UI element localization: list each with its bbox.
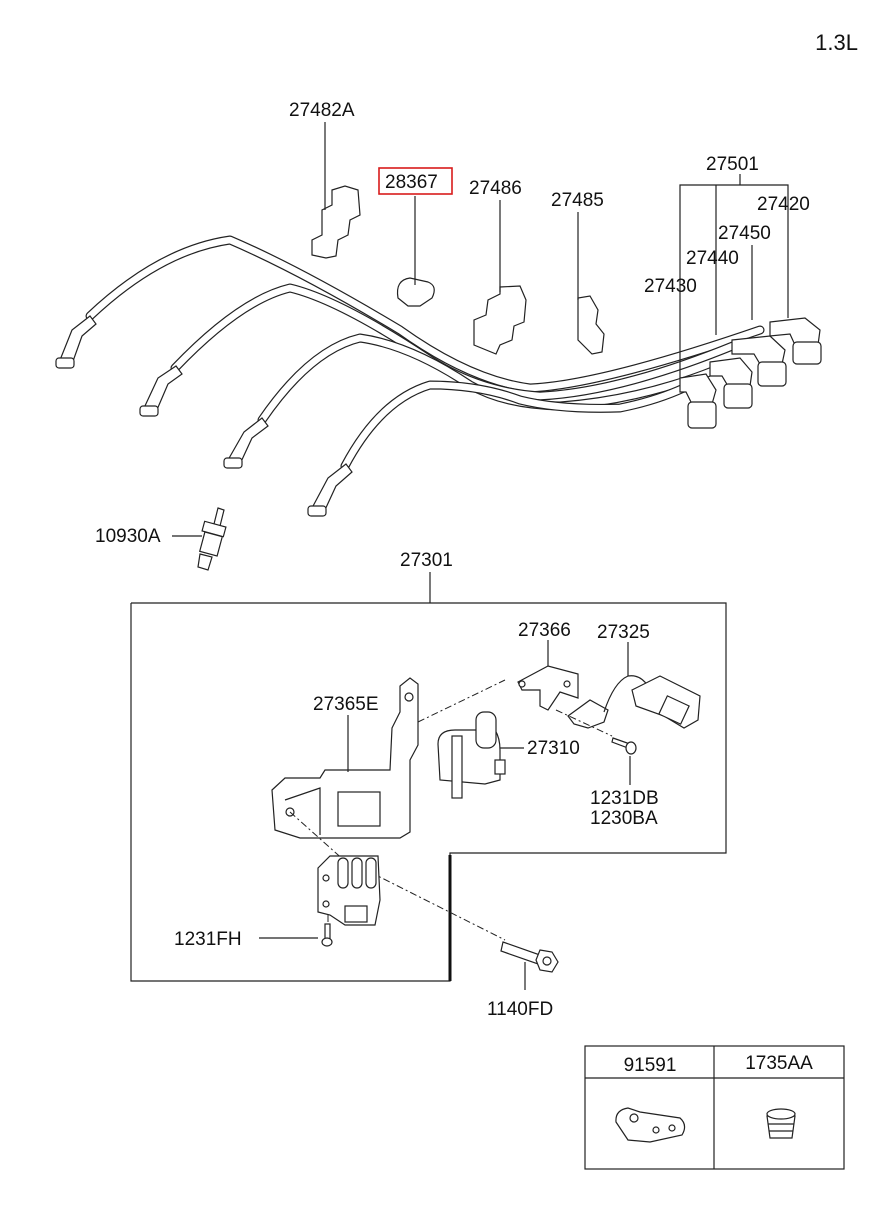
part-1735AA-grommet[interactable] — [766, 1108, 796, 1139]
label-1231FH: 1231FH — [174, 929, 242, 950]
plug-boot-4 — [307, 463, 353, 517]
plug-boot-2 — [139, 365, 183, 417]
label-1735AA: 1735AA — [745, 1053, 813, 1074]
accessory-table — [584, 1045, 845, 1170]
bracket-27366[interactable] — [517, 665, 579, 711]
coil-base-block[interactable] — [317, 855, 381, 926]
label-27501: 27501 — [706, 154, 759, 175]
label-10930A: 10930A — [95, 526, 161, 547]
label-27485: 27485 — [551, 190, 604, 211]
condenser-27325[interactable] — [567, 675, 701, 729]
spark-plug[interactable] — [197, 507, 227, 571]
clip-28367[interactable] — [396, 277, 435, 307]
label-27310: 27310 — [527, 738, 580, 759]
ignition-cable-set[interactable] — [55, 235, 822, 517]
ignition-coil-27310[interactable] — [437, 711, 506, 799]
coil-boot-27440 — [709, 357, 753, 409]
label-27450: 27450 — [718, 223, 771, 244]
screw-1231FH[interactable] — [321, 923, 333, 947]
label-91591: 91591 — [624, 1055, 677, 1076]
label-27430: 27430 — [644, 276, 697, 297]
engine-label: 1.3L — [815, 30, 858, 55]
highlight-box-28367 — [378, 167, 453, 195]
clip-27482A[interactable] — [311, 185, 361, 259]
part-91591-bracket[interactable] — [615, 1107, 686, 1143]
label-27366: 27366 — [518, 620, 571, 641]
plug-boot-1 — [55, 315, 97, 369]
label-1140FD: 1140FD — [487, 999, 553, 1020]
clip-27485[interactable] — [577, 295, 605, 355]
coil-boot-27430 — [679, 373, 717, 429]
label-1231DB: 1231DB — [590, 788, 659, 809]
label-27325: 27325 — [597, 622, 650, 643]
bolt-1140FD[interactable] — [500, 941, 559, 973]
label-27420: 27420 — [757, 194, 810, 215]
label-27301: 27301 — [400, 550, 453, 571]
label-27365E: 27365E — [313, 694, 379, 715]
plug-boot-3 — [223, 417, 269, 469]
label-27440: 27440 — [686, 248, 739, 269]
clip-27486[interactable] — [473, 285, 527, 355]
label-28367[interactable]: 28367 — [385, 172, 438, 193]
coil-boot-27420 — [769, 317, 822, 365]
label-27482A: 27482A — [289, 100, 355, 121]
coil-boot-27450 — [731, 335, 787, 387]
label-1230BA: 1230BA — [590, 808, 658, 829]
label-27486: 27486 — [469, 178, 522, 199]
screw-1231DB[interactable] — [611, 737, 637, 755]
coil-assembly-frame — [130, 602, 727, 982]
